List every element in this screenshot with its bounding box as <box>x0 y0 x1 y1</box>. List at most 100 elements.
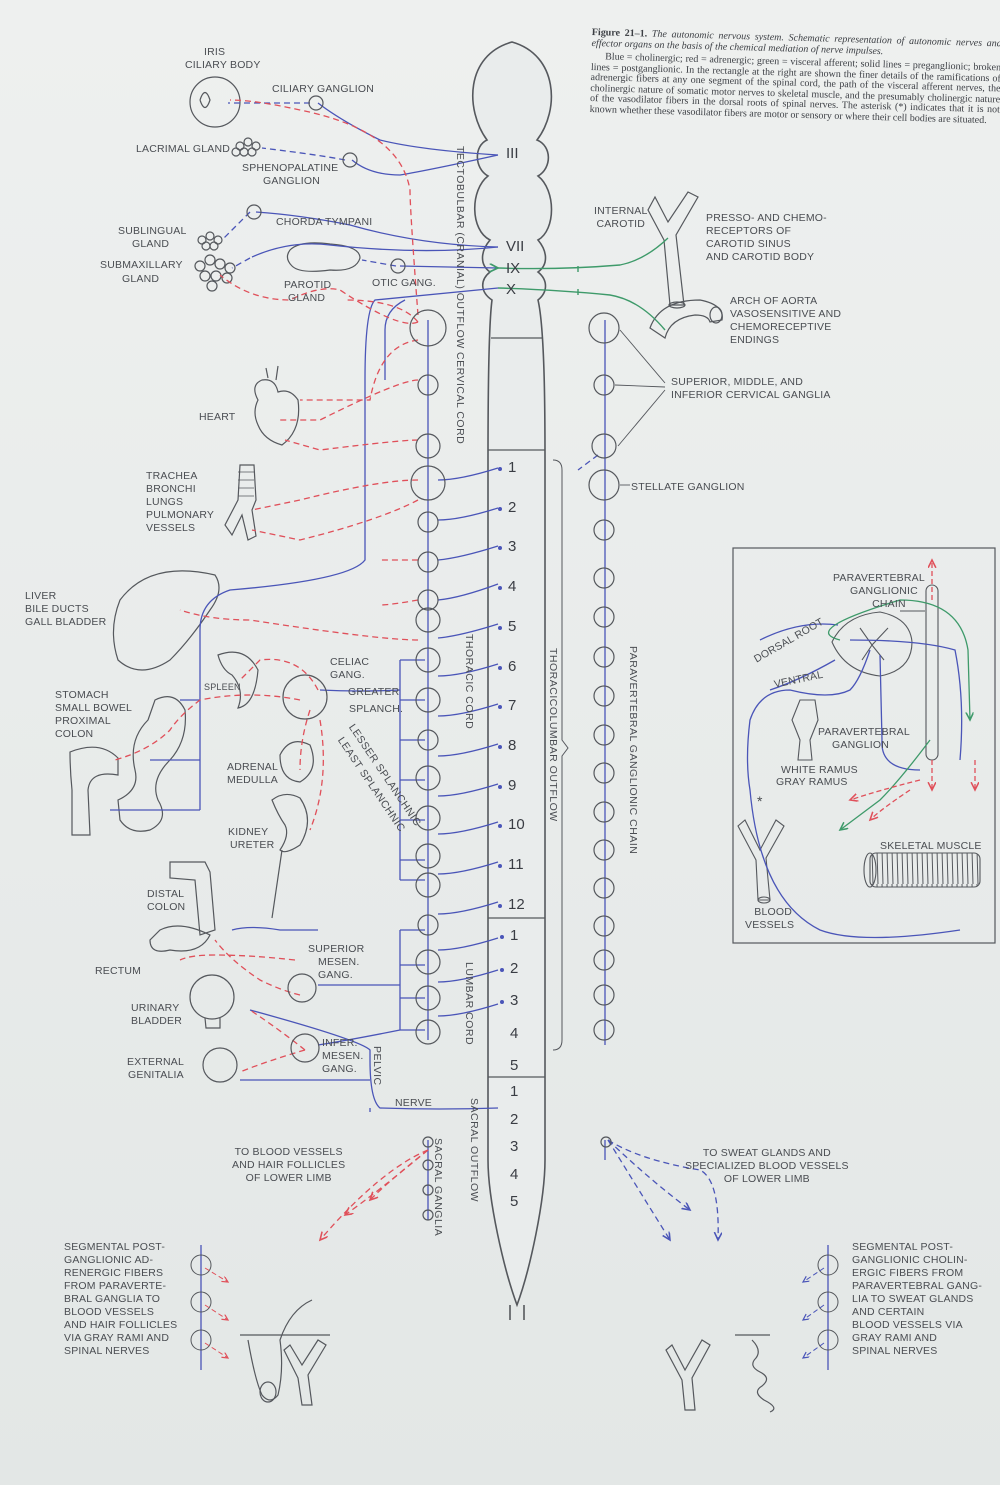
segment-thoracic-1: 1 <box>508 459 517 476</box>
label-arch-4: ENDINGS <box>730 334 780 346</box>
label-colon-proximal: COLON <box>55 728 94 740</box>
label-presso-group: PRESSO- AND CHEMO- RECEPTORS OF CAROTID … <box>706 212 827 264</box>
label-arch-3: CHEMORECEPTIVE <box>730 321 832 333</box>
label-segmental-right-8: GRAY RAMI AND <box>852 1332 938 1344</box>
label-otic-ganglion: OTIC GANG. <box>372 277 436 289</box>
label-bile-ducts: BILE DUCTS <box>25 603 89 615</box>
label-ciliary-body: CILIARY BODY <box>185 59 261 71</box>
label-sweat-2: SPECIALIZED BLOOD VESSELS <box>685 1160 849 1172</box>
segment-thoracic-5: 5 <box>508 617 517 635</box>
segment-thoracic-7: 7 <box>508 697 517 715</box>
label-trachea-group: TRACHEA BRONCHI LUNGS PULMONARY VESSELS <box>146 470 214 535</box>
figure-legend-text: Blue = cholinergic; red = adrenergic; gr… <box>589 51 1000 126</box>
label-superior-mesen: MESEN. <box>318 956 360 968</box>
label-urinary: URINARY <box>131 1002 180 1014</box>
leader-lines <box>614 329 925 612</box>
segment-sacral-5: 5 <box>510 1193 519 1210</box>
label-spleen: SPLEEN <box>204 682 241 692</box>
label-iris: IRIS <box>204 46 226 58</box>
liver-shape <box>112 570 220 671</box>
label-presso-2: RECEPTORS OF <box>706 225 792 237</box>
segment-outflow-dot <box>498 625 502 630</box>
label-arch-2: VASOSENSITIVE AND <box>730 308 842 320</box>
label-lower-limb-left-2: AND HAIR FOLLICLES <box>232 1159 346 1171</box>
segment-thoracic-10: 10 <box>508 816 525 834</box>
bottom-effectors <box>240 1299 775 1413</box>
segment-sacral-2: 2 <box>510 1110 519 1128</box>
segment-lumbar-3: 3 <box>510 992 519 1009</box>
label-segmental-right-6: AND CERTAIN <box>852 1306 925 1318</box>
label-tectobulbar-outflow: TECTOBULBAR (CRANIAL) OUTFLOW <box>454 146 466 349</box>
label-segmental-right-9: SPINAL NERVES <box>852 1345 938 1357</box>
label-celiac-gang: GANG. <box>330 669 365 681</box>
stellate-ganglion <box>588 469 620 501</box>
label-segmental-left-3: RENERGIC FIBERS <box>64 1267 164 1279</box>
segment-sacral-4: 4 <box>510 1165 519 1183</box>
submaxillary-gland-shape <box>194 254 236 292</box>
cholinergic-postganglionic-fibers <box>221 102 718 1240</box>
internal-carotid-shape <box>647 191 699 306</box>
segment-lumbar-1: 1 <box>510 927 519 944</box>
label-ureter: URETER <box>230 839 275 851</box>
label-inset-ganglion-group: PARAVERTEBRAL GANGLION <box>818 726 910 752</box>
label-distal: DISTAL <box>147 888 185 900</box>
hair-follicle-shape <box>240 1299 330 1401</box>
segment-outflow-dot <box>500 967 504 972</box>
label-proximal: PROXIMAL <box>55 715 111 727</box>
segment-outflow-dot <box>498 903 502 908</box>
label-sacral-outflow: SACRAL OUTFLOW <box>468 1098 480 1203</box>
label-gall-bladder: GALL BLADDER <box>25 616 107 628</box>
segment-thoracic-2: 2 <box>508 498 517 516</box>
label-pelvic: PELVIC <box>371 1046 383 1086</box>
label-sweat-1: TO SWEAT GLANDS AND <box>702 1147 831 1159</box>
label-submaxillary: SUBMAXILLARY <box>100 259 183 271</box>
sublingual-gland-shape <box>197 231 223 251</box>
segment-outflow-dot <box>498 784 502 789</box>
label-greater: GREATER <box>348 686 400 698</box>
kidney-shape <box>271 793 309 853</box>
segment-thoracic-8: 8 <box>508 736 517 754</box>
segment-sacral-1: 1 <box>510 1083 519 1100</box>
label-vessels: VESSELS <box>146 522 196 534</box>
label-lower-limb-left-group: TO BLOOD VESSELS AND HAIR FOLLICLES OF L… <box>232 1146 345 1185</box>
label-segmental-right-3: ERGIC FIBERS FROM <box>852 1267 964 1279</box>
segment-thoracic-3: 3 <box>508 538 517 556</box>
label-segmental-left-7: AND HAIR FOLLICLES <box>64 1319 178 1331</box>
parotid-gland-shape <box>286 242 361 272</box>
segment-cranial-VII: VII <box>506 238 525 255</box>
cholinergic-preganglionic-fibers <box>110 102 606 1220</box>
label-thoracolumbar-outflow: THORACICOLUMBAR OUTFLOW <box>547 648 559 822</box>
label-segmental-left-9: SPINAL NERVES <box>64 1345 150 1357</box>
label-lumbar-cord: LUMBAR CORD <box>463 962 475 1046</box>
segment-outflow-dot <box>498 546 502 551</box>
label-internal: INTERNAL <box>594 205 648 217</box>
label-cervical-cord: CERVICAL CORD <box>454 352 466 445</box>
figure-caption: Figure 21–1. The autonomic nervous syste… <box>589 27 1000 129</box>
label-rectum: RECTUM <box>95 965 142 977</box>
bladder-shape <box>189 974 235 1020</box>
label-stellate-ganglion: STELLATE GANGLION <box>631 481 745 493</box>
label-presso-4: AND CAROTID BODY <box>706 251 815 263</box>
label-sphenopalatine: SPHENOPALATINE <box>242 162 339 174</box>
label-submaxillary-gland: GLAND <box>122 273 160 285</box>
segment-thoracic-4: 4 <box>508 578 517 596</box>
segment-outflow-dot <box>498 665 502 670</box>
label-inset-vessels: VESSELS <box>745 919 795 931</box>
label-segmental-left-2: GANGLIONIC AD- <box>64 1254 154 1266</box>
label-bronchi: BRONCHI <box>146 483 196 495</box>
segment-thoracic-11: 11 <box>508 856 524 873</box>
spinal-cord <box>471 41 553 1320</box>
label-inset-chain-3: CHAIN <box>872 598 906 610</box>
inset-rectangle <box>732 547 996 944</box>
label-infer-gang: GANG. <box>322 1063 357 1075</box>
inset-cord-section <box>831 611 913 677</box>
label-inset-chain-2: GANGLIONIC <box>849 585 918 597</box>
ciliary-ganglion <box>308 95 324 111</box>
segment-lumbar-4: 4 <box>510 1024 519 1042</box>
label-segmental-right-1: SEGMENTAL POST- <box>852 1241 954 1253</box>
stomach-intestine-shape <box>69 696 187 836</box>
label-kidney: KIDNEY <box>228 826 269 838</box>
label-chorda-tympani: CHORDA TYMPANI <box>276 216 373 228</box>
inset-vertebra <box>791 699 819 761</box>
